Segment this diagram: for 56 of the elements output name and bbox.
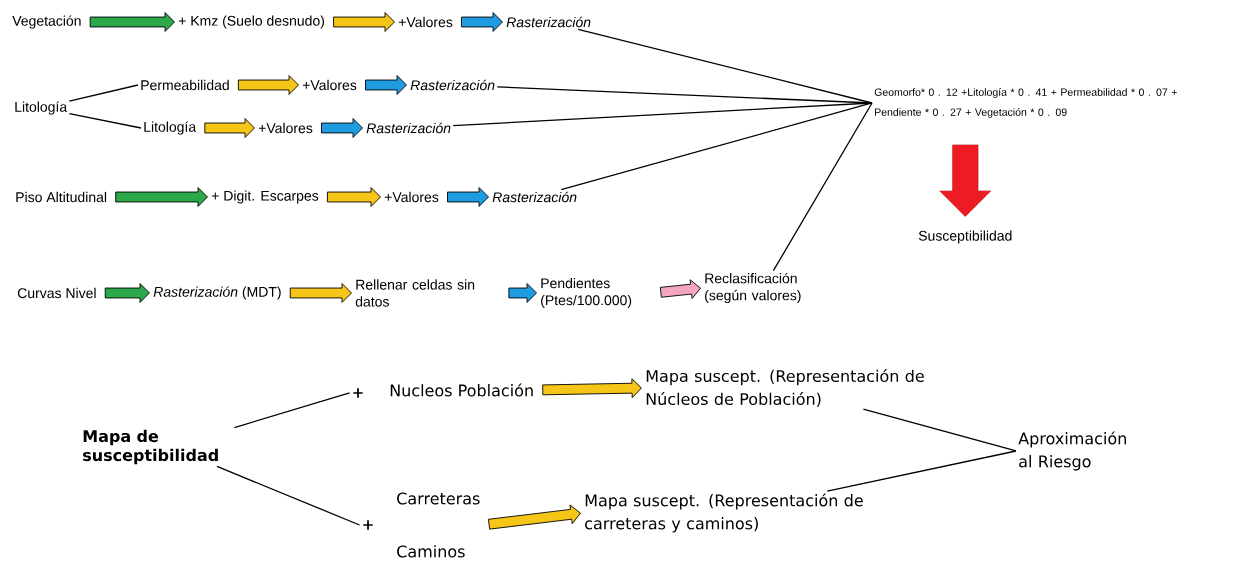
step-label: Litología [15,101,68,115]
block-arrow [939,144,992,217]
step-label: Susceptibilidad [918,230,1012,244]
step-label: Litología [144,121,197,135]
step-label: Rasterización [492,191,577,203]
step-label: Piso Altitudinal [16,191,107,203]
step-label: Rasterización [366,122,451,134]
connector-line [68,113,142,129]
connector-line [216,465,361,526]
step-label: Mapa suscept. (Representación de Núcleos de Población) [646,369,924,407]
step-label: +Valores [302,79,357,91]
block-arrow [447,187,489,207]
step-label: Carreteras Caminos [397,492,480,558]
block-arrow [104,283,150,303]
connector-line [772,102,873,272]
step-label: Nucleos Población [390,383,533,397]
step-label: Permeabilidad [141,79,229,91]
block-arrow [204,118,255,138]
block-arrow [89,12,175,32]
block-arrow [321,118,363,138]
block-arrow [542,378,642,399]
block-arrow [289,283,352,303]
step-label: Reclasificación (según valores) [705,272,801,304]
connector-line [826,450,1017,492]
step-label: Rellenar celdas sin datos [355,279,475,307]
step-label: Mapa suscept. (Representación de carreteras y caminos) [585,493,863,533]
connector-line [560,102,873,191]
step-label: Vegetación [12,15,81,29]
block-arrow [488,504,581,530]
step-label: Rasterización [506,16,591,28]
formula-text: Geomorfo* 0 . 12 +Litología * 0 . 41 + Permeabilidad * 0 . 07 + Pendiente * 0 . 27 + Vegetación * 0 . 09 [874,88,1177,118]
step-label: Pendientes (Ptes/100.000) [541,277,632,308]
step-label: Rasterización [410,79,495,91]
plus-sign: + [353,388,363,398]
connector-line [68,84,139,102]
connector-line [233,392,351,429]
connector-line [452,102,873,127]
block-arrow [461,12,503,32]
block-arrow [115,187,208,207]
heading-label: Mapa de susceptibilidad [83,429,218,465]
step-label: Curvas Nivel [17,287,96,299]
block-arrow [237,75,299,95]
connector-line [862,408,1017,452]
block-arrow [333,12,395,32]
step-label: +Valores [398,16,453,28]
step-label: + Digit. Escarpes [211,190,319,204]
block-arrow [508,283,537,303]
plus-sign: + [363,520,373,530]
block-arrow [326,187,381,207]
step-label: +Valores [384,191,439,203]
block-arrow [365,75,407,95]
step-label: Rasterización (MDT) [153,286,281,300]
step-label: Aproximación al Riesgo [1018,431,1126,471]
step-label: +Valores [258,122,313,134]
block-arrow [659,279,701,299]
step-label: + Kmz (Suelo desnudo) [178,15,324,29]
